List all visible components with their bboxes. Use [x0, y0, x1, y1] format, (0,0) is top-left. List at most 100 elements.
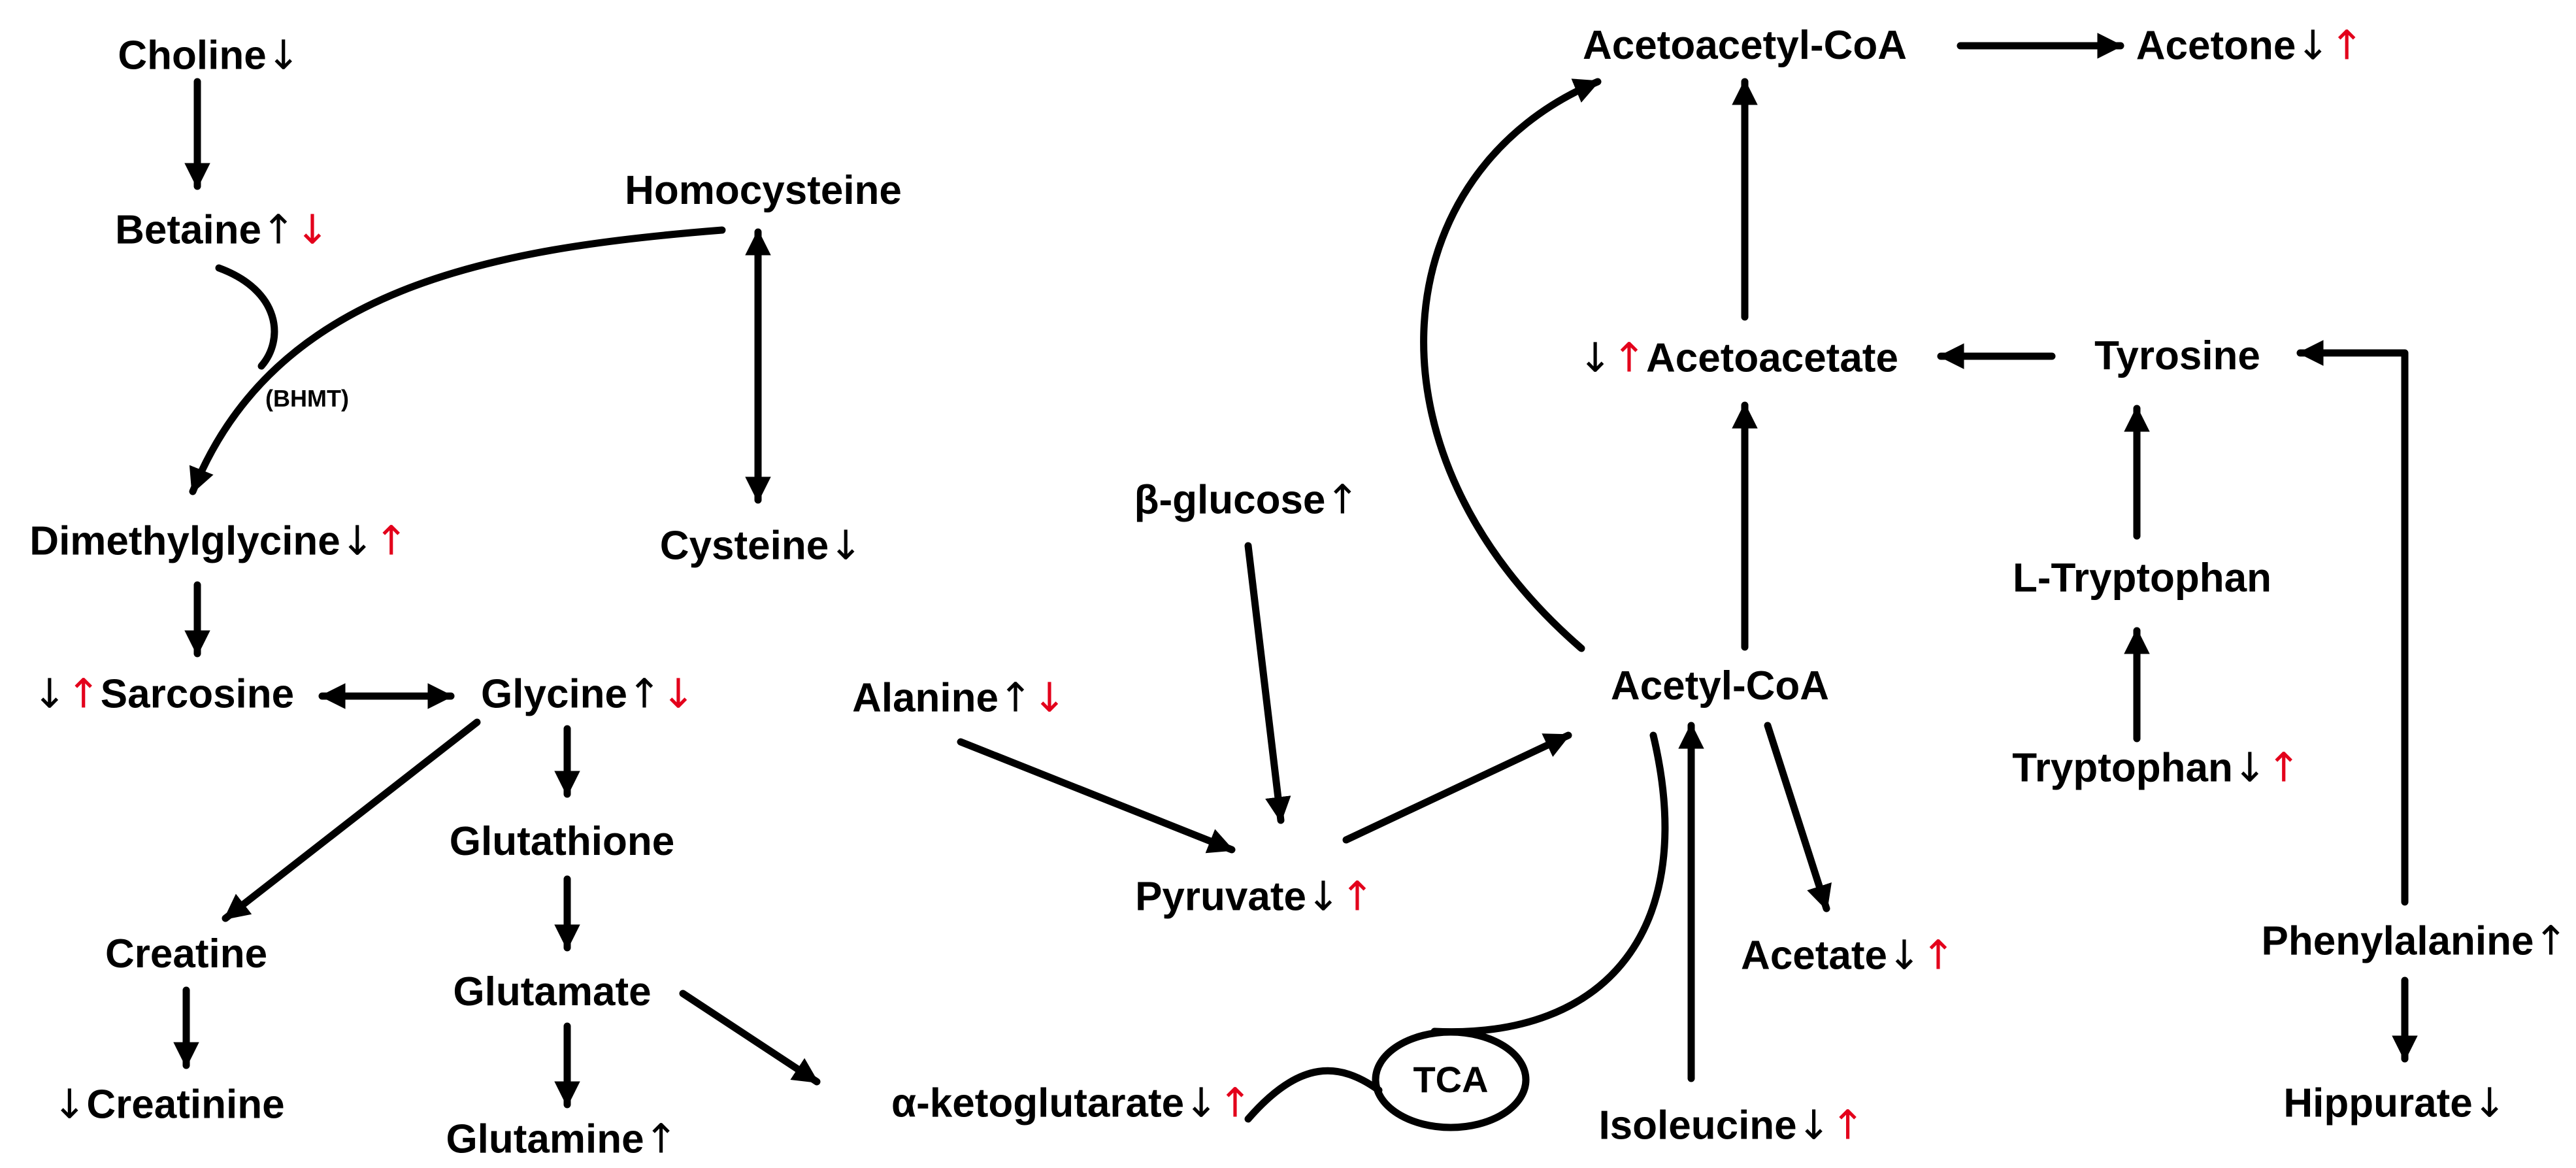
node-acetone: Acetone↓↑	[2136, 25, 2364, 67]
label-betaine: Betaine	[115, 207, 262, 253]
label-phenylalanine: Phenylalanine	[2261, 918, 2534, 964]
label-glycine: Glycine	[481, 671, 628, 717]
arrow-glucose-pyruvate	[1244, 542, 1291, 824]
node-glutathione: Glutathione	[450, 822, 674, 862]
arrow-down-red-icon: ↓	[661, 669, 695, 718]
node-phenylalanine: Phenylalanine↑	[2261, 918, 2568, 964]
node-cysteine: Cysteine↓	[659, 523, 863, 569]
arrow-down-red-icon: ↓	[295, 205, 329, 254]
connector-tca-acetylcoa	[1430, 731, 1669, 1036]
node-creatinine: ↓Creatinine	[52, 1084, 284, 1126]
arrow-glutamate-alphakg	[679, 990, 821, 1086]
label-l-tryptophan: L-Tryptophan	[2012, 556, 2272, 601]
arrow-down-icon: ↓	[1887, 931, 1921, 979]
arrow-up-icon: ↑	[627, 669, 661, 718]
arrow-up-icon: ↑	[261, 205, 295, 254]
node-dimethylglycine: Dimethylglycine↓↑	[29, 518, 408, 564]
arrow-down-icon: ↓	[2232, 743, 2267, 792]
arrow-down-icon: ↓	[2296, 21, 2330, 69]
label-acetate: Acetate	[1741, 933, 1888, 978]
label-sarcosine: Sarcosine	[100, 671, 295, 717]
connector-betaine-bhmt	[215, 264, 278, 370]
arrow-up-icon: ↑	[999, 673, 1032, 722]
label-choline: Choline	[118, 33, 267, 78]
node-glutamine: Glutamine↑	[446, 1116, 678, 1162]
arrow-up-red-icon: ↑	[1340, 872, 1374, 920]
node-choline: Choline↓	[118, 35, 300, 76]
arrow-down-icon: ↓	[266, 31, 301, 79]
label-tca: TCA	[1413, 1059, 1489, 1100]
label-creatinine: Creatinine	[86, 1082, 285, 1127]
label-dimethylglycine: Dimethylglycine	[29, 518, 340, 564]
arrow-down-icon: ↓	[1306, 872, 1340, 920]
node-creatine: Creatine	[105, 934, 267, 975]
arrow-acetylcoa-acetoacetylcoa	[1420, 78, 1602, 652]
arrow-up-red-icon: ↑	[1830, 1101, 1865, 1149]
label-cysteine: Cysteine	[659, 523, 829, 569]
node-hippurate: Hippurate↓	[2283, 1080, 2506, 1126]
node-homocysteine: Homocysteine	[625, 171, 902, 211]
arrow-up-icon: ↑	[2534, 916, 2568, 965]
label-homocysteine: Homocysteine	[625, 168, 902, 213]
arrow-up-red-icon: ↑	[2266, 743, 2301, 792]
arrow-down-icon: ↓	[340, 516, 374, 565]
label-alanine: Alanine	[852, 675, 999, 721]
arrow-up-icon: ↑	[644, 1114, 678, 1163]
label-tyrosine: Tyrosine	[2094, 333, 2260, 378]
arrow-up-red-icon: ↑	[66, 669, 101, 718]
connector-alphakg-tca	[1244, 1067, 1383, 1123]
label-isoleucine: Isoleucine	[1598, 1103, 1797, 1148]
node-glycine: Glycine↑↓	[481, 671, 695, 717]
label-acetoacetyl-coa: Acetoacetyl-CoA	[1582, 23, 1907, 68]
label-glutamine: Glutamine	[446, 1116, 644, 1162]
node-tyrosine: Tyrosine	[2094, 336, 2260, 376]
node-beta-glucose: β-glucose↑	[1134, 479, 1360, 521]
arrow-down-icon: ↓	[32, 669, 67, 718]
node-pyruvate: Pyruvate↓↑	[1135, 876, 1374, 918]
label-hippurate: Hippurate	[2283, 1080, 2473, 1126]
arrow-up-red-icon: ↑	[1218, 1078, 1252, 1127]
node-l-tryptophan: L-Tryptophan	[2013, 558, 2271, 599]
arrow-homocysteine-dimethylglycine	[189, 226, 726, 495]
label-glutathione: Glutathione	[449, 819, 675, 864]
arrow-up-red-icon: ↑	[1921, 931, 1955, 979]
arrow-down-icon: ↓	[1796, 1101, 1831, 1149]
label-creatine: Creatine	[105, 931, 268, 976]
label-pyruvate: Pyruvate	[1135, 874, 1307, 920]
arrow-down-icon: ↓	[2472, 1078, 2507, 1127]
arrow-down-icon: ↓	[52, 1080, 87, 1128]
arrow-down-icon: ↓	[829, 521, 863, 569]
arrow-down-red-icon: ↓	[1032, 673, 1066, 722]
arrow-down-icon: ↓	[1184, 1078, 1219, 1127]
arrow-pyruvate-acetylcoa	[1342, 731, 1572, 844]
node-tca: TCA	[1413, 1061, 1488, 1098]
node-acetoacetate: ↓↑Acetoacetate	[1578, 335, 1898, 381]
arrow-alanine-pyruvate	[957, 738, 1236, 854]
label-acetone: Acetone	[2136, 23, 2296, 69]
node-acetate: Acetate↓↑	[1741, 935, 1955, 976]
node-acetyl-coa: Acetyl-CoA	[1611, 666, 1829, 707]
arrow-phenylalanine-tyrosine	[2296, 340, 2409, 906]
node-acetoacetyl-coa: Acetoacetyl-CoA	[1583, 25, 1907, 66]
arrow-down-icon: ↓	[1578, 333, 1613, 382]
arrow-up-red-icon: ↑	[2330, 21, 2364, 69]
arrow-up-icon: ↑	[1325, 475, 1360, 524]
node-tryptophan: Tryptophan↓↑	[2012, 745, 2300, 791]
label-alpha-ketoglutarate: α-ketoglutarate	[891, 1080, 1185, 1126]
node-betaine: Betaine↑↓	[115, 207, 329, 253]
label-acetoacetate: Acetoacetate	[1645, 335, 1898, 381]
node-glutamate: Glutamate	[453, 972, 651, 1012]
node-sarcosine: ↓↑Sarcosine	[33, 671, 295, 717]
node-bhmt: (BHMT)	[265, 387, 349, 410]
node-isoleucine: Isoleucine↓↑	[1598, 1105, 1864, 1146]
arrow-acetylcoa-acetate	[1764, 722, 1832, 912]
node-alanine: Alanine↑↓	[852, 675, 1066, 721]
node-alpha-ketoglutarate: α-ketoglutarate↓↑	[891, 1080, 1252, 1126]
label-acetyl-coa: Acetyl-CoA	[1610, 663, 1830, 709]
arrow-glycine-creatine	[222, 718, 481, 922]
arrow-up-red-icon: ↑	[374, 516, 408, 565]
label-tryptophan: Tryptophan	[2012, 745, 2233, 791]
label-glutamate: Glutamate	[453, 969, 652, 1014]
arrow-up-red-icon: ↑	[1612, 333, 1646, 382]
